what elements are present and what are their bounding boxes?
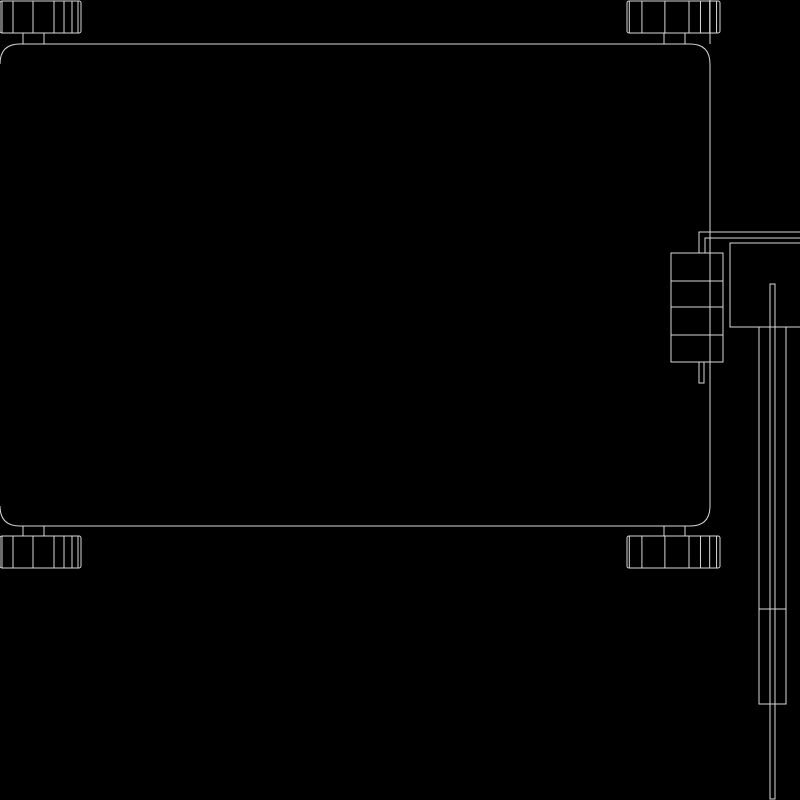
wheel (0, 535, 82, 569)
shaft-sleeve-lower (758, 608, 787, 705)
wheel (0, 0, 82, 34)
wheel (626, 535, 721, 569)
connector-pin (698, 361, 705, 384)
shaft-rod (769, 283, 776, 800)
shaft-sleeve-upper (758, 326, 787, 610)
mount-box (729, 242, 800, 328)
cable-inner (704, 237, 800, 253)
chassis-body (0, 43, 711, 527)
wheel (626, 0, 721, 34)
cable-outer (698, 231, 800, 253)
